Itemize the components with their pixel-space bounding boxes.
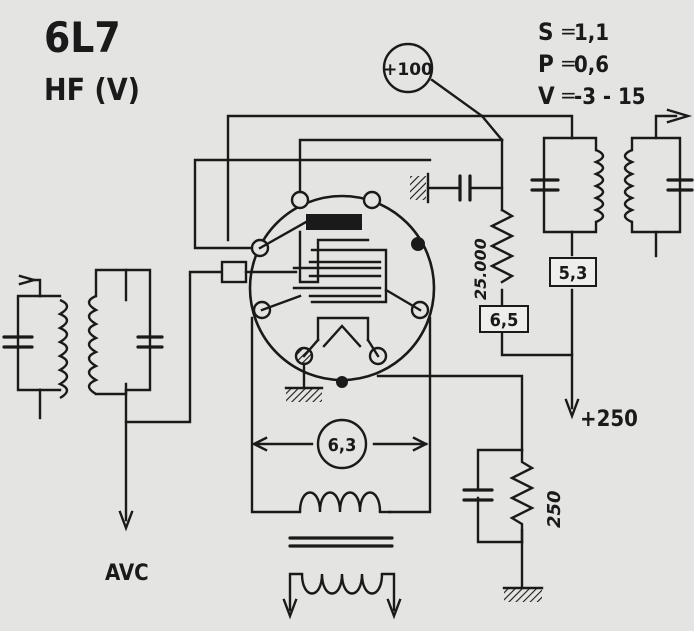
screen-bypass-capacitor xyxy=(410,172,504,204)
agc-label: AVC xyxy=(105,561,149,586)
cathode-resistor-label: 250 xyxy=(544,490,565,528)
screen-current-label: 6,5 xyxy=(490,310,519,331)
tube-shield-ground xyxy=(284,362,324,402)
anode-supply-label: +250 xyxy=(580,407,638,432)
param-p-value: 0,6 xyxy=(574,53,609,78)
tube-type-label: 6L7 xyxy=(44,13,121,62)
param-p-symbol: P xyxy=(538,50,554,78)
parameter-list: S = 1,1 P = 0,6 V = -3 - 15 xyxy=(538,18,646,110)
screen-voltage-label: +100 xyxy=(383,60,433,80)
cathode-bias-network: 250 xyxy=(462,448,565,602)
screen-current-box: 6,5 xyxy=(479,305,529,333)
param-s-value: 1,1 xyxy=(574,21,609,46)
anode-resistor-label: 25.000 xyxy=(471,238,490,300)
heater-voltage-label: 6,3 xyxy=(328,435,357,456)
anode-resistor: 25.000 xyxy=(471,208,515,300)
param-v-value: -3 - 15 xyxy=(574,85,646,110)
output-tank-circuit xyxy=(530,108,694,258)
anode-supply-terminal: +250 xyxy=(564,398,638,432)
tube-6l7-symbol xyxy=(220,190,436,388)
anode-current-box: 5,3 xyxy=(549,257,597,287)
param-v-symbol: V xyxy=(538,82,555,110)
anode-current-label: 5,3 xyxy=(559,263,588,284)
screen-supply-terminal: +100 xyxy=(382,42,504,142)
input-tank-circuit: AVC xyxy=(2,268,164,586)
svg-text:=: = xyxy=(560,51,577,75)
svg-text:=: = xyxy=(560,19,577,43)
svg-text:=: = xyxy=(560,83,577,107)
heater-transformer xyxy=(282,491,402,620)
heater-supply: 6,3 xyxy=(251,418,429,470)
tube-function-label: HF (V) xyxy=(44,73,140,108)
wiring xyxy=(124,114,574,590)
param-s-symbol: S xyxy=(538,18,554,46)
